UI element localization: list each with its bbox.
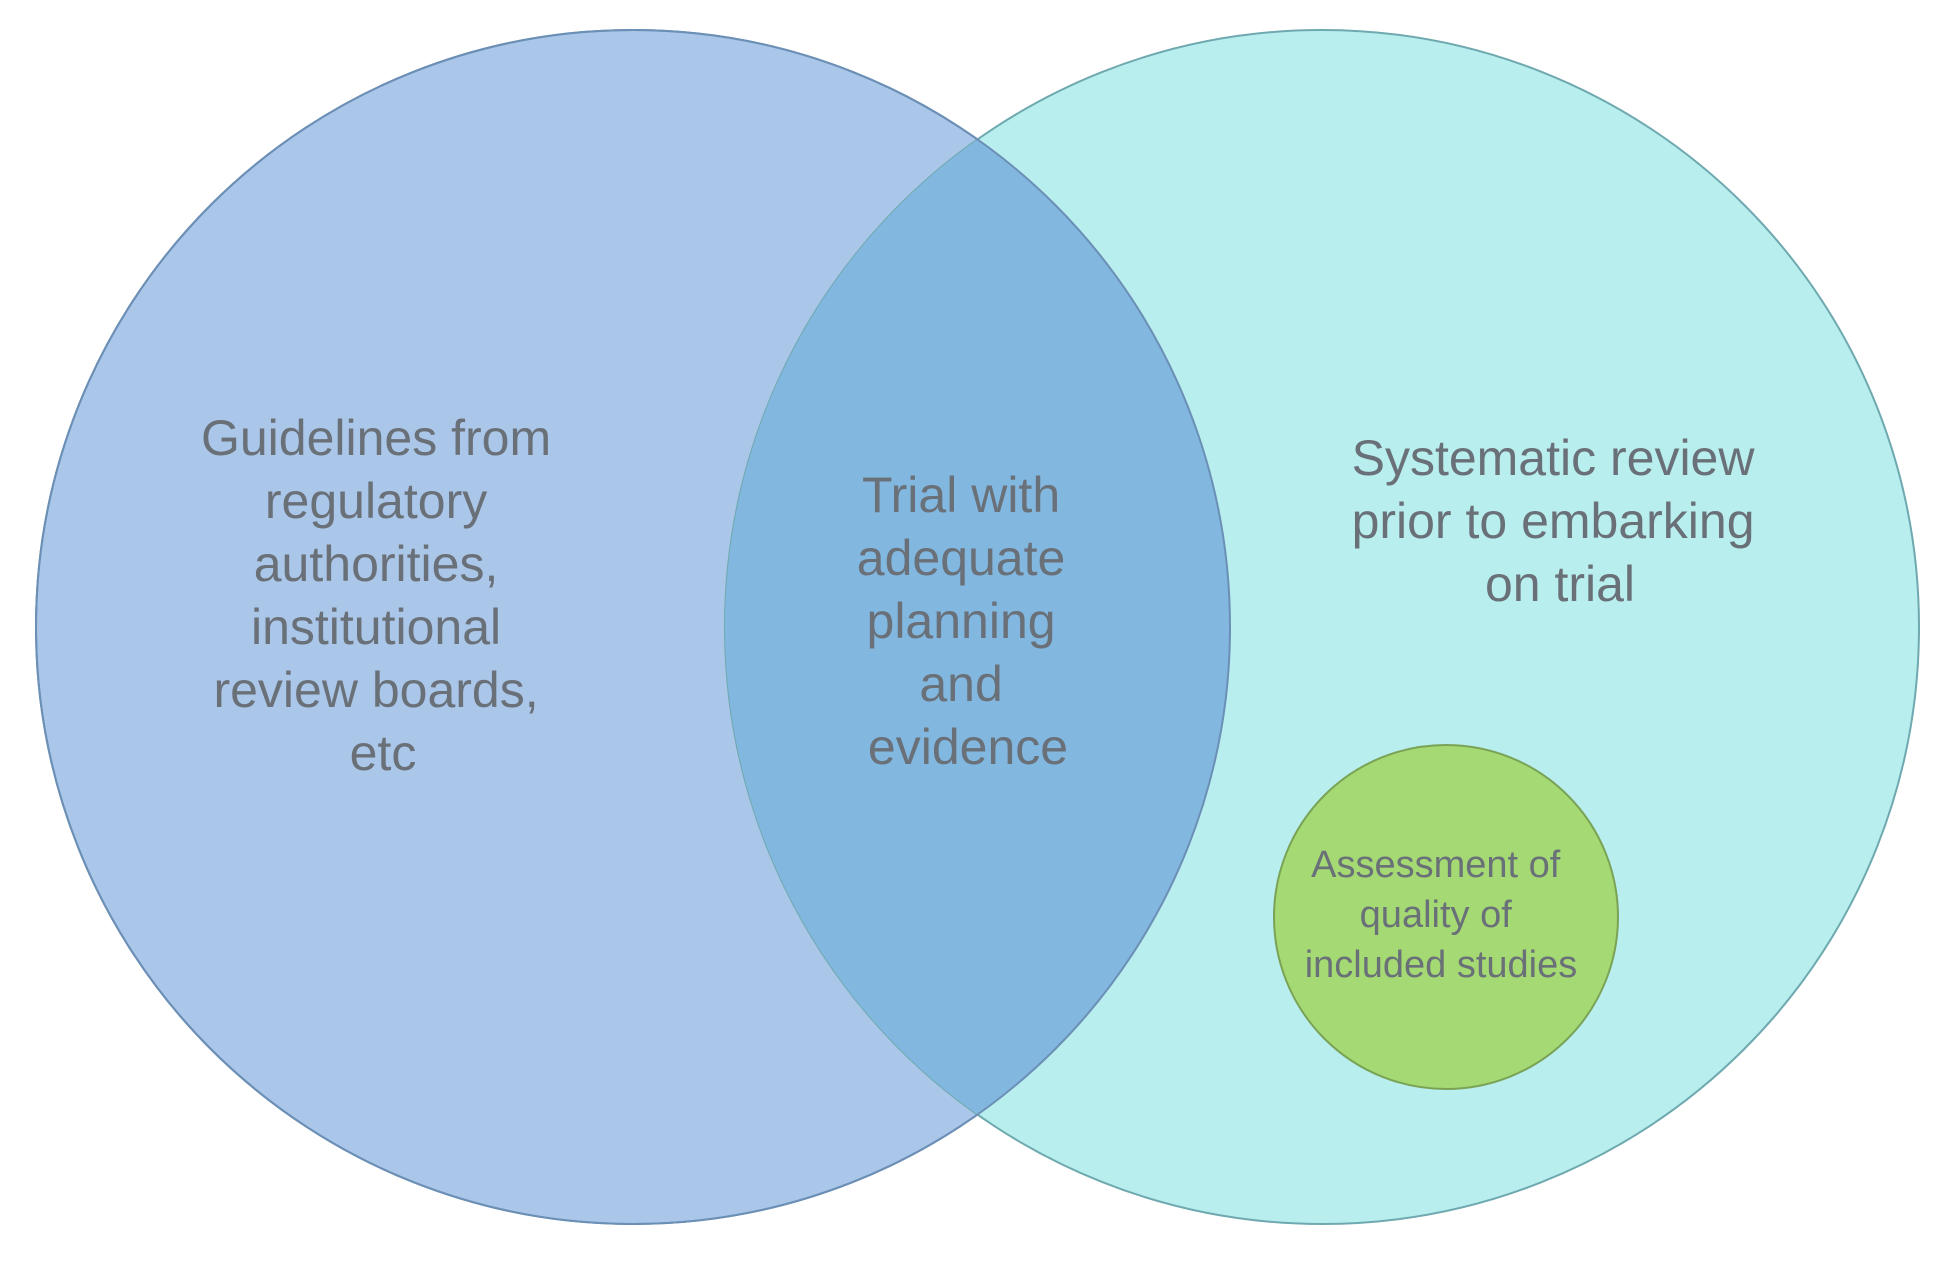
inner-circle-label: Assessment of quality of included studie… bbox=[1305, 844, 1578, 986]
inner-circle bbox=[1273, 744, 1619, 1090]
intersection-label: Trial with adequate planning and evidenc… bbox=[857, 467, 1079, 775]
right-circle-label: Systematic review prior to embarking on … bbox=[1352, 430, 1769, 612]
left-circle-label: Guidelines from regulatory authorities, … bbox=[201, 410, 565, 781]
intersection-region bbox=[725, 30, 1230, 1224]
left-circle-outline bbox=[35, 29, 1231, 1225]
